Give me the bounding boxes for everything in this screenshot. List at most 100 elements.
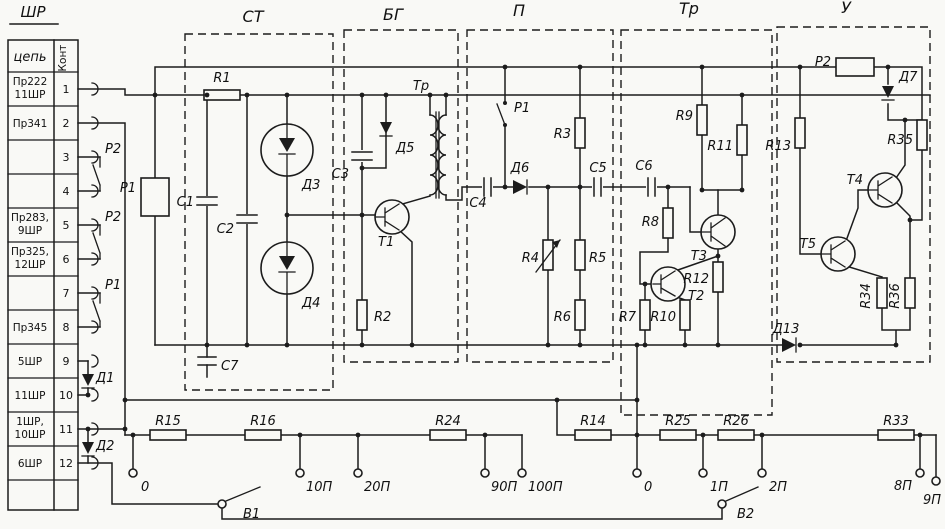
label-r1: R1 — [213, 71, 230, 86]
label-t3: Т3 — [691, 249, 707, 264]
connector-title: ШР — [20, 3, 46, 21]
label-p1-contact: Р1 — [514, 101, 530, 116]
column-header-contact: Конт — [57, 45, 69, 72]
label-r7: R7 — [619, 310, 637, 325]
row-pin: 12 — [59, 457, 73, 470]
tap-label-8p: 8П — [894, 479, 912, 494]
row-circuit2: 9ШР — [18, 225, 42, 237]
resistor-r2 — [356, 299, 368, 331]
block-st-frame — [184, 33, 334, 391]
resistor-r6 — [574, 299, 586, 331]
label-r25: R25 — [665, 414, 691, 429]
resistor-r9 — [696, 104, 708, 136]
label-c1: С1 — [177, 195, 194, 210]
row-circuit: Пр345 — [13, 322, 48, 334]
transistor-t2 — [650, 266, 686, 302]
diode-d6 — [513, 179, 528, 195]
label-r6: R6 — [554, 310, 571, 325]
connector-table: ШР цепь Конт Пр222 11ШР 1 Пр341 2 3 4 Пр… — [7, 3, 79, 511]
tap-label-2p: 2П — [769, 480, 787, 495]
row-pin: 2 — [63, 117, 70, 130]
label-d6: Д6 — [510, 161, 529, 176]
capacitor-c5 — [592, 177, 603, 197]
resistor-r26 — [717, 429, 755, 441]
label-c2: С2 — [217, 222, 234, 237]
block-p-frame — [466, 29, 614, 363]
block-tr-frame — [620, 29, 773, 416]
label-t4: Т4 — [847, 173, 863, 188]
row-pin: 3 — [63, 151, 70, 164]
label-c5: С5 — [589, 161, 606, 176]
label-p1-contact-left: Р1 — [105, 278, 121, 293]
tap-label-20p: 20П — [364, 480, 391, 495]
wires — [77, 66, 937, 520]
resistor-r13 — [794, 117, 806, 149]
label-r34: R34 — [859, 283, 874, 309]
label-d7: Д7 — [898, 70, 918, 85]
tap-label-0-right: 0 — [644, 480, 652, 495]
block-frames — [184, 26, 931, 416]
row-pin: 4 — [63, 185, 70, 198]
resistor-r12 — [712, 261, 724, 293]
resistor-r14 — [574, 429, 612, 441]
label-r11: R11 — [707, 139, 733, 154]
row-circuit: 5ШР — [18, 356, 42, 368]
label-r9: R9 — [676, 109, 693, 124]
column-header-circuit: цепь — [13, 50, 46, 65]
label-d13: Д13 — [772, 322, 800, 337]
label-tr: Тр — [413, 79, 429, 94]
row-circuit2: 10ШР — [15, 429, 46, 441]
block-label-bg: БГ — [383, 5, 404, 24]
row-circuit: Пр222 — [13, 76, 48, 88]
row-circuit: Пр283, — [11, 212, 49, 224]
tap-label-10p: 10П — [306, 480, 333, 495]
resistor-r4 — [535, 239, 561, 273]
label-r16: R16 — [250, 414, 276, 429]
label-c7: С7 — [221, 359, 239, 374]
transistor-t5 — [820, 236, 856, 272]
components-layer — [81, 57, 941, 509]
label-c4: С4 — [469, 196, 486, 211]
resistor-r5 — [574, 239, 586, 271]
resistor-r10 — [679, 299, 691, 331]
tap-terminals — [128, 468, 941, 486]
row-pin: 1 — [63, 83, 70, 96]
label-t2: Т2 — [688, 289, 704, 304]
label-r12: R12 — [683, 272, 709, 287]
label-c6: С6 — [635, 159, 652, 174]
row-pin: 6 — [63, 253, 70, 266]
diode-d5 — [379, 122, 393, 137]
diode-d4 — [260, 241, 314, 295]
block-label-p: П — [513, 1, 525, 20]
label-p2-contact-b: Р2 — [105, 210, 121, 225]
diode-d13 — [782, 337, 797, 353]
row-pin: 9 — [63, 355, 70, 368]
label-p2-contact-a: Р2 — [105, 142, 121, 157]
label-r2: R2 — [374, 310, 391, 325]
label-c3: С3 — [332, 167, 349, 182]
label-r8: R8 — [642, 215, 659, 230]
tap-label-1p: 1П — [710, 480, 728, 495]
block-u-frame — [776, 26, 931, 363]
label-t1: Т1 — [378, 235, 394, 250]
label-r4: R4 — [522, 251, 539, 266]
resistor-r35 — [916, 119, 928, 151]
label-r24: R24 — [435, 414, 461, 429]
transistor-t3 — [700, 214, 736, 250]
row-pin: 10 — [59, 389, 73, 402]
tap-label-0-left: 0 — [141, 480, 149, 495]
capacitor-c7 — [197, 356, 217, 366]
resistor-r1 — [203, 89, 241, 101]
relay-coil-p2 — [835, 57, 875, 77]
row-circuit2: 11ШР — [15, 89, 46, 101]
block-label-st: СТ — [243, 7, 265, 26]
row-circuit: 11ШР — [15, 390, 46, 402]
label-t5: Т5 — [800, 237, 816, 252]
label-d3: Д3 — [301, 178, 320, 193]
label-p2-coil: Р2 — [815, 55, 831, 70]
capacitor-c4 — [482, 177, 493, 197]
tap-label-9p: 9П — [923, 493, 941, 508]
capacitor-c6 — [646, 177, 657, 197]
label-r14: R14 — [580, 414, 606, 429]
